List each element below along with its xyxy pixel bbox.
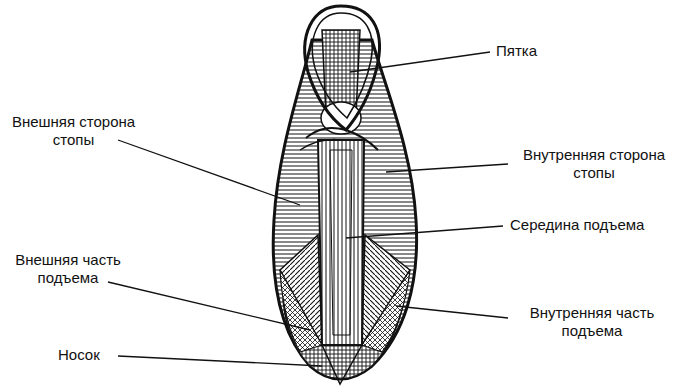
- part-label: Середина подъема: [510, 216, 678, 234]
- leader-lines: [108, 52, 508, 366]
- part-label: Носок: [58, 346, 118, 364]
- part-label: Внешняя часть подъема: [8, 251, 128, 287]
- part-label: Внешняя сторона стопы: [6, 113, 141, 149]
- part-label: Внутренняя сторона стопы: [512, 146, 676, 182]
- part-label: Внутренняя часть подъема: [512, 304, 672, 340]
- part-label: Пятка: [496, 42, 566, 60]
